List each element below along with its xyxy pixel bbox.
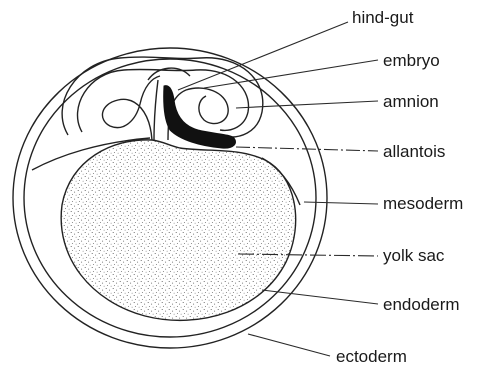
label-mesoderm: mesoderm bbox=[383, 194, 463, 213]
pointer-amnion bbox=[236, 101, 378, 108]
pointer-embryo bbox=[204, 60, 378, 88]
embryo-stalk bbox=[154, 80, 158, 140]
label-hind-gut: hind-gut bbox=[352, 8, 414, 27]
label-embryo: embryo bbox=[383, 51, 440, 70]
pointer-hind-gut bbox=[178, 22, 348, 90]
label-allantois: allantois bbox=[383, 142, 445, 161]
label-amnion: amnion bbox=[383, 92, 439, 111]
pointer-mesoderm bbox=[304, 202, 378, 204]
pointer-endoderm bbox=[262, 290, 378, 304]
yolk-sac-shape bbox=[61, 140, 296, 321]
label-yolk-sac: yolk sac bbox=[383, 246, 445, 265]
embryo-left-fold bbox=[102, 76, 160, 140]
label-endoderm: endoderm bbox=[383, 295, 460, 314]
pointer-ectoderm bbox=[248, 334, 330, 356]
amnion-fold-inner bbox=[78, 69, 249, 132]
label-ectoderm: ectoderm bbox=[336, 347, 407, 366]
allantois-shape bbox=[164, 86, 236, 148]
